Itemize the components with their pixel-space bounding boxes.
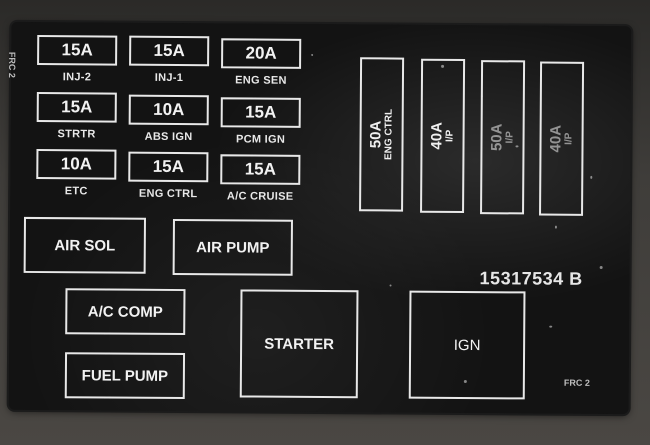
fuse-abs-ign: 10A bbox=[128, 94, 209, 126]
maxi-fuse-label: I/P bbox=[563, 132, 575, 145]
fuse-label: PCM IGN bbox=[235, 133, 286, 146]
wear-speck bbox=[590, 175, 593, 179]
relay-label: IGN bbox=[453, 336, 481, 354]
fuse-eng-ctrl: 15A bbox=[128, 151, 209, 183]
maxi-fuse-eng-ctrl: 50A ENG CTRL bbox=[359, 57, 405, 212]
fuse-box-cover: FRC 2 FRC 2 15A INJ-2 15A INJ-1 20A ENG … bbox=[6, 21, 632, 415]
maxi-fuse-ip-3: 40A I/P bbox=[539, 61, 585, 216]
maxi-fuse-label: ENG CTRL bbox=[383, 108, 395, 161]
fuse-amp: 15A bbox=[152, 156, 185, 177]
maxi-fuse-text: 40A I/P bbox=[428, 121, 456, 150]
relay-fuel-pump: FUEL PUMP bbox=[64, 352, 186, 400]
maxi-fuse-amp: 40A bbox=[547, 124, 565, 153]
maxi-fuse-amp: 50A bbox=[367, 120, 385, 149]
fuse-inj-1: 15A bbox=[129, 35, 210, 67]
fuse-amp: 15A bbox=[244, 159, 276, 179]
fuse-amp: 15A bbox=[61, 97, 93, 117]
fuse-etc: 10A bbox=[36, 149, 117, 180]
fuse-amp: 15A bbox=[245, 102, 277, 122]
side-label-right: FRC 2 bbox=[563, 377, 590, 388]
fuse-eng-sen: 20A bbox=[221, 38, 302, 69]
wear-speck bbox=[311, 53, 314, 56]
fuse-amp: 15A bbox=[153, 40, 185, 61]
part-number: 15317534 B bbox=[479, 268, 583, 289]
relay-label: STARTER bbox=[264, 335, 335, 353]
relay-label: AIR SOL bbox=[54, 236, 116, 255]
relay-air-pump: AIR PUMP bbox=[172, 218, 293, 276]
relay-label: FUEL PUMP bbox=[81, 366, 169, 385]
maxi-fuse-text: 40A I/P bbox=[547, 124, 575, 153]
wear-speck bbox=[549, 325, 553, 328]
fuse-ac-cruise: 15A bbox=[220, 154, 301, 185]
fuse-inj-2: 15A bbox=[37, 35, 118, 66]
relay-ign: IGN bbox=[408, 290, 526, 400]
relay-ac-comp: A/C COMP bbox=[65, 288, 186, 336]
relay-starter: STARTER bbox=[239, 289, 359, 399]
fuse-amp: 15A bbox=[61, 40, 93, 60]
fuse-amp: 20A bbox=[245, 43, 277, 63]
fuse-pcm-ign: 15A bbox=[220, 97, 301, 128]
maxi-fuse-ip-1: 40A I/P bbox=[420, 58, 466, 214]
maxi-fuse-amp: 40A bbox=[428, 121, 446, 150]
wear-speck bbox=[554, 225, 557, 229]
side-label-left: FRC 2 bbox=[6, 51, 18, 78]
fuse-amp: 10A bbox=[60, 154, 93, 174]
relay-label: A/C COMP bbox=[87, 302, 163, 321]
maxi-fuse-text: 50A I/P bbox=[488, 123, 516, 152]
maxi-fuse-label: I/P bbox=[504, 131, 516, 144]
relay-label: AIR PUMP bbox=[196, 238, 270, 257]
fuse-strtr: 15A bbox=[36, 92, 117, 123]
maxi-fuse-amp: 50A bbox=[488, 123, 506, 152]
maxi-fuse-label: I/P bbox=[444, 129, 456, 143]
wear-speck bbox=[599, 265, 603, 269]
fuse-amp: 10A bbox=[153, 99, 185, 120]
relay-air-sol: AIR SOL bbox=[23, 216, 146, 274]
maxi-fuse-text: 50A ENG CTRL bbox=[367, 108, 395, 161]
maxi-fuse-ip-2: 50A I/P bbox=[480, 60, 526, 215]
fuse-label: ENG SEN bbox=[235, 74, 287, 87]
wear-speck bbox=[389, 284, 392, 287]
fuse-label: A/C CRUISE bbox=[226, 190, 294, 203]
